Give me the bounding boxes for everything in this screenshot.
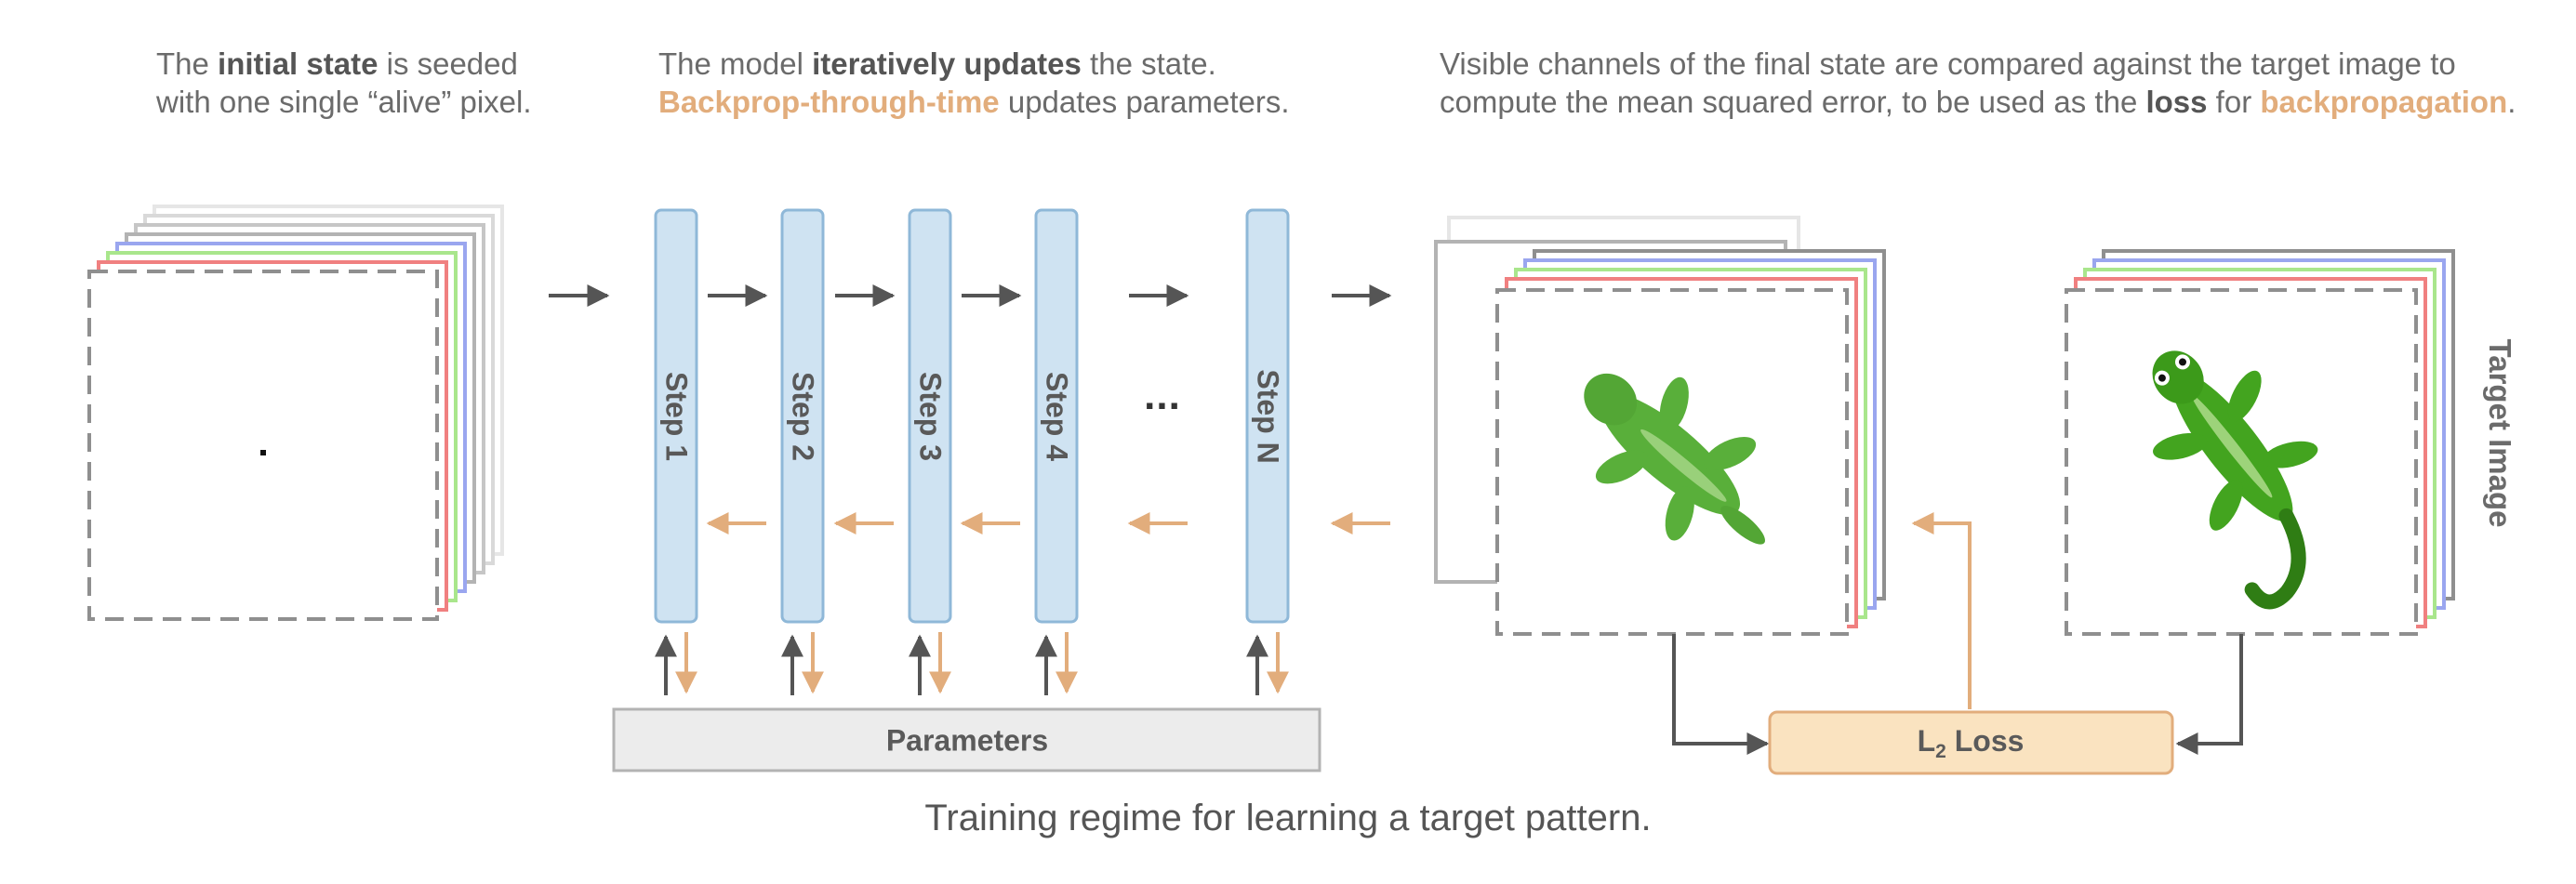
caption-text: The (156, 46, 219, 81)
loss-label-main: L (1917, 724, 1936, 758)
step-label: Step 1 (659, 371, 694, 462)
figure-caption: Training regime for learning a target pa… (924, 798, 1652, 838)
caption-text: The model (658, 46, 813, 81)
caption-accent: Backprop-through-time (658, 85, 1000, 119)
caption-line: Visible channels of the final state are … (1440, 46, 2456, 81)
output-lizard-image (1584, 373, 1765, 545)
step-box (1034, 208, 1079, 624)
ellipsis: ... (1144, 373, 1181, 418)
step-box (654, 208, 698, 624)
target-lizard-image (2152, 350, 2318, 610)
step-label: Step N (1251, 369, 1285, 464)
caption-iterative-updates: The model iteratively updates the state.… (658, 45, 1290, 121)
caption-line: The initial state is seeded (156, 45, 532, 83)
caption-text: for (2207, 85, 2261, 119)
alive-pixel (260, 450, 266, 455)
step-label: Step 4 (1040, 371, 1074, 462)
caption-text: compute the mean squared error, to be us… (1440, 85, 2146, 119)
step-label: Step 2 (786, 371, 820, 462)
caption-line: Backprop-through-time updates parameters… (658, 83, 1290, 121)
step-boxes (654, 208, 1290, 624)
parameter-arrows (655, 632, 1289, 695)
caption-line: compute the mean squared error, to be us… (1440, 83, 2516, 121)
caption-initial-state: The initial state is seeded with one sin… (156, 45, 532, 121)
caption-line: The model iteratively updates the state. (658, 45, 1290, 83)
caption-loss: Visible channels of the final state are … (1440, 45, 2516, 121)
parameters-label: Parameters (885, 723, 1049, 758)
caption-bold: iteratively updates (812, 46, 1082, 81)
initial-state-stack (87, 205, 504, 621)
caption-text: updates parameters. (999, 85, 1290, 119)
step-box (1245, 208, 1290, 624)
caption-bold: initial state (218, 46, 378, 81)
final-state-stack (1434, 216, 1886, 636)
loss-connectors (1672, 512, 2243, 755)
target-image-label: Target Image (2483, 338, 2517, 528)
caption-bold: loss (2145, 85, 2208, 119)
step-box (908, 208, 952, 624)
loss-label-rest: Loss (1945, 724, 2025, 758)
caption-text: is seeded (378, 46, 518, 81)
loss-label: L2 Loss (1918, 724, 2025, 763)
caption-line: with one single “alive” pixel. (156, 85, 532, 119)
caption-accent: backpropagation (2260, 85, 2508, 119)
caption-text: . (2507, 85, 2516, 119)
caption-text: the state. (1081, 46, 1216, 81)
loss-box (1768, 710, 2174, 775)
parameters-box (612, 707, 1321, 772)
step-box (780, 208, 825, 624)
loss-label-subscript: 2 (1935, 741, 1946, 762)
step-label: Step 3 (913, 371, 948, 462)
target-image-stack (2065, 249, 2455, 636)
